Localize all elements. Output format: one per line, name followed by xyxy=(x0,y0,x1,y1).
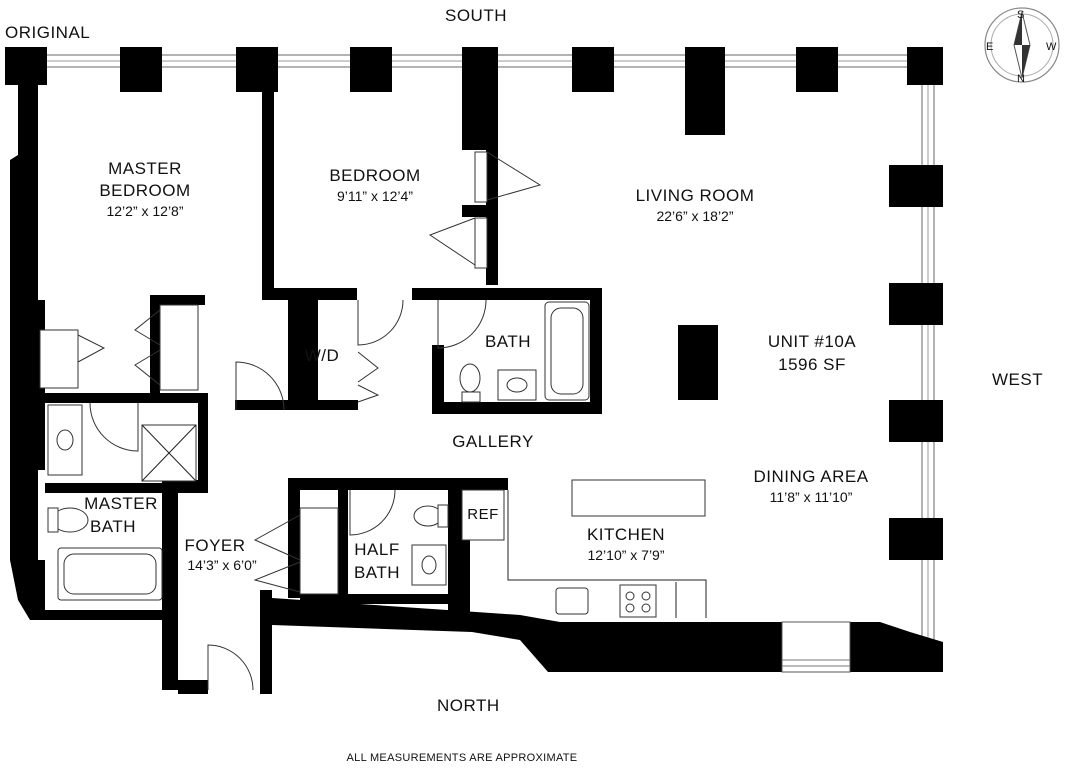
gallery-label: GALLERY xyxy=(452,432,534,451)
master-bedroom-label-2: BEDROOM xyxy=(99,181,190,200)
bedroom-label: BEDROOM xyxy=(329,166,420,185)
master-bath-fixtures xyxy=(47,404,197,601)
master-bath-label-2: BATH xyxy=(90,517,136,536)
half-bath-label-1: HALF xyxy=(354,540,399,559)
unit-label: UNIT #10A xyxy=(768,332,856,351)
compass-w: W xyxy=(1046,41,1057,53)
bedroom-dim: 9’11” x 12’4” xyxy=(337,188,413,204)
foyer-label: FOYER xyxy=(184,536,245,555)
footer-note: ALL MEASUREMENTS ARE APPROXIMATE xyxy=(347,752,578,764)
toilet xyxy=(459,363,481,393)
ref-label: REF xyxy=(467,506,499,523)
direction-south: SOUTH xyxy=(445,6,507,25)
kitchen-counters xyxy=(461,479,707,618)
stove xyxy=(619,584,657,618)
closets xyxy=(39,151,488,595)
living-room-column xyxy=(678,325,718,400)
living-room-label: LIVING ROOM xyxy=(636,186,755,205)
direction-north: NORTH xyxy=(437,696,500,715)
master-bedroom-dim: 12’2” x 12’8” xyxy=(106,203,183,219)
kitchen-sink xyxy=(555,587,589,615)
doors xyxy=(77,151,542,691)
dining-area-dim: 11’8” x 11’10” xyxy=(770,489,853,505)
west-columns xyxy=(889,165,943,560)
compass-s: S xyxy=(1017,9,1025,21)
dining-area-label: DINING AREA xyxy=(753,467,868,486)
compass-n: N xyxy=(1017,73,1025,85)
north-window xyxy=(781,621,851,673)
half-bath-fixtures xyxy=(411,504,449,586)
compass-e: E xyxy=(986,41,994,53)
refrigerator xyxy=(461,489,505,541)
living-room-dim: 22’6” x 18’2” xyxy=(656,208,733,224)
south-columns xyxy=(5,47,943,135)
compass: S N E W xyxy=(984,7,1060,85)
bath-fixtures xyxy=(459,301,590,403)
bath-label: BATH xyxy=(485,332,531,351)
direction-west: WEST xyxy=(992,370,1043,389)
walls xyxy=(10,80,943,694)
kitchen-island xyxy=(571,479,706,517)
corner-label: ORIGINAL xyxy=(5,23,90,42)
foyer-dim: 14’3” x 6’0” xyxy=(187,557,257,573)
master-bedroom-label-1: MASTER xyxy=(108,159,182,178)
unit-area: 1596 SF xyxy=(778,355,846,374)
kitchen-dim: 12’10” x 7’9” xyxy=(587,547,664,563)
wd-label: W/D xyxy=(305,346,340,365)
master-bath-label-1: MASTER xyxy=(84,494,158,513)
kitchen-label: KITCHEN xyxy=(587,525,665,544)
half-bath-label-2: BATH xyxy=(354,563,400,582)
